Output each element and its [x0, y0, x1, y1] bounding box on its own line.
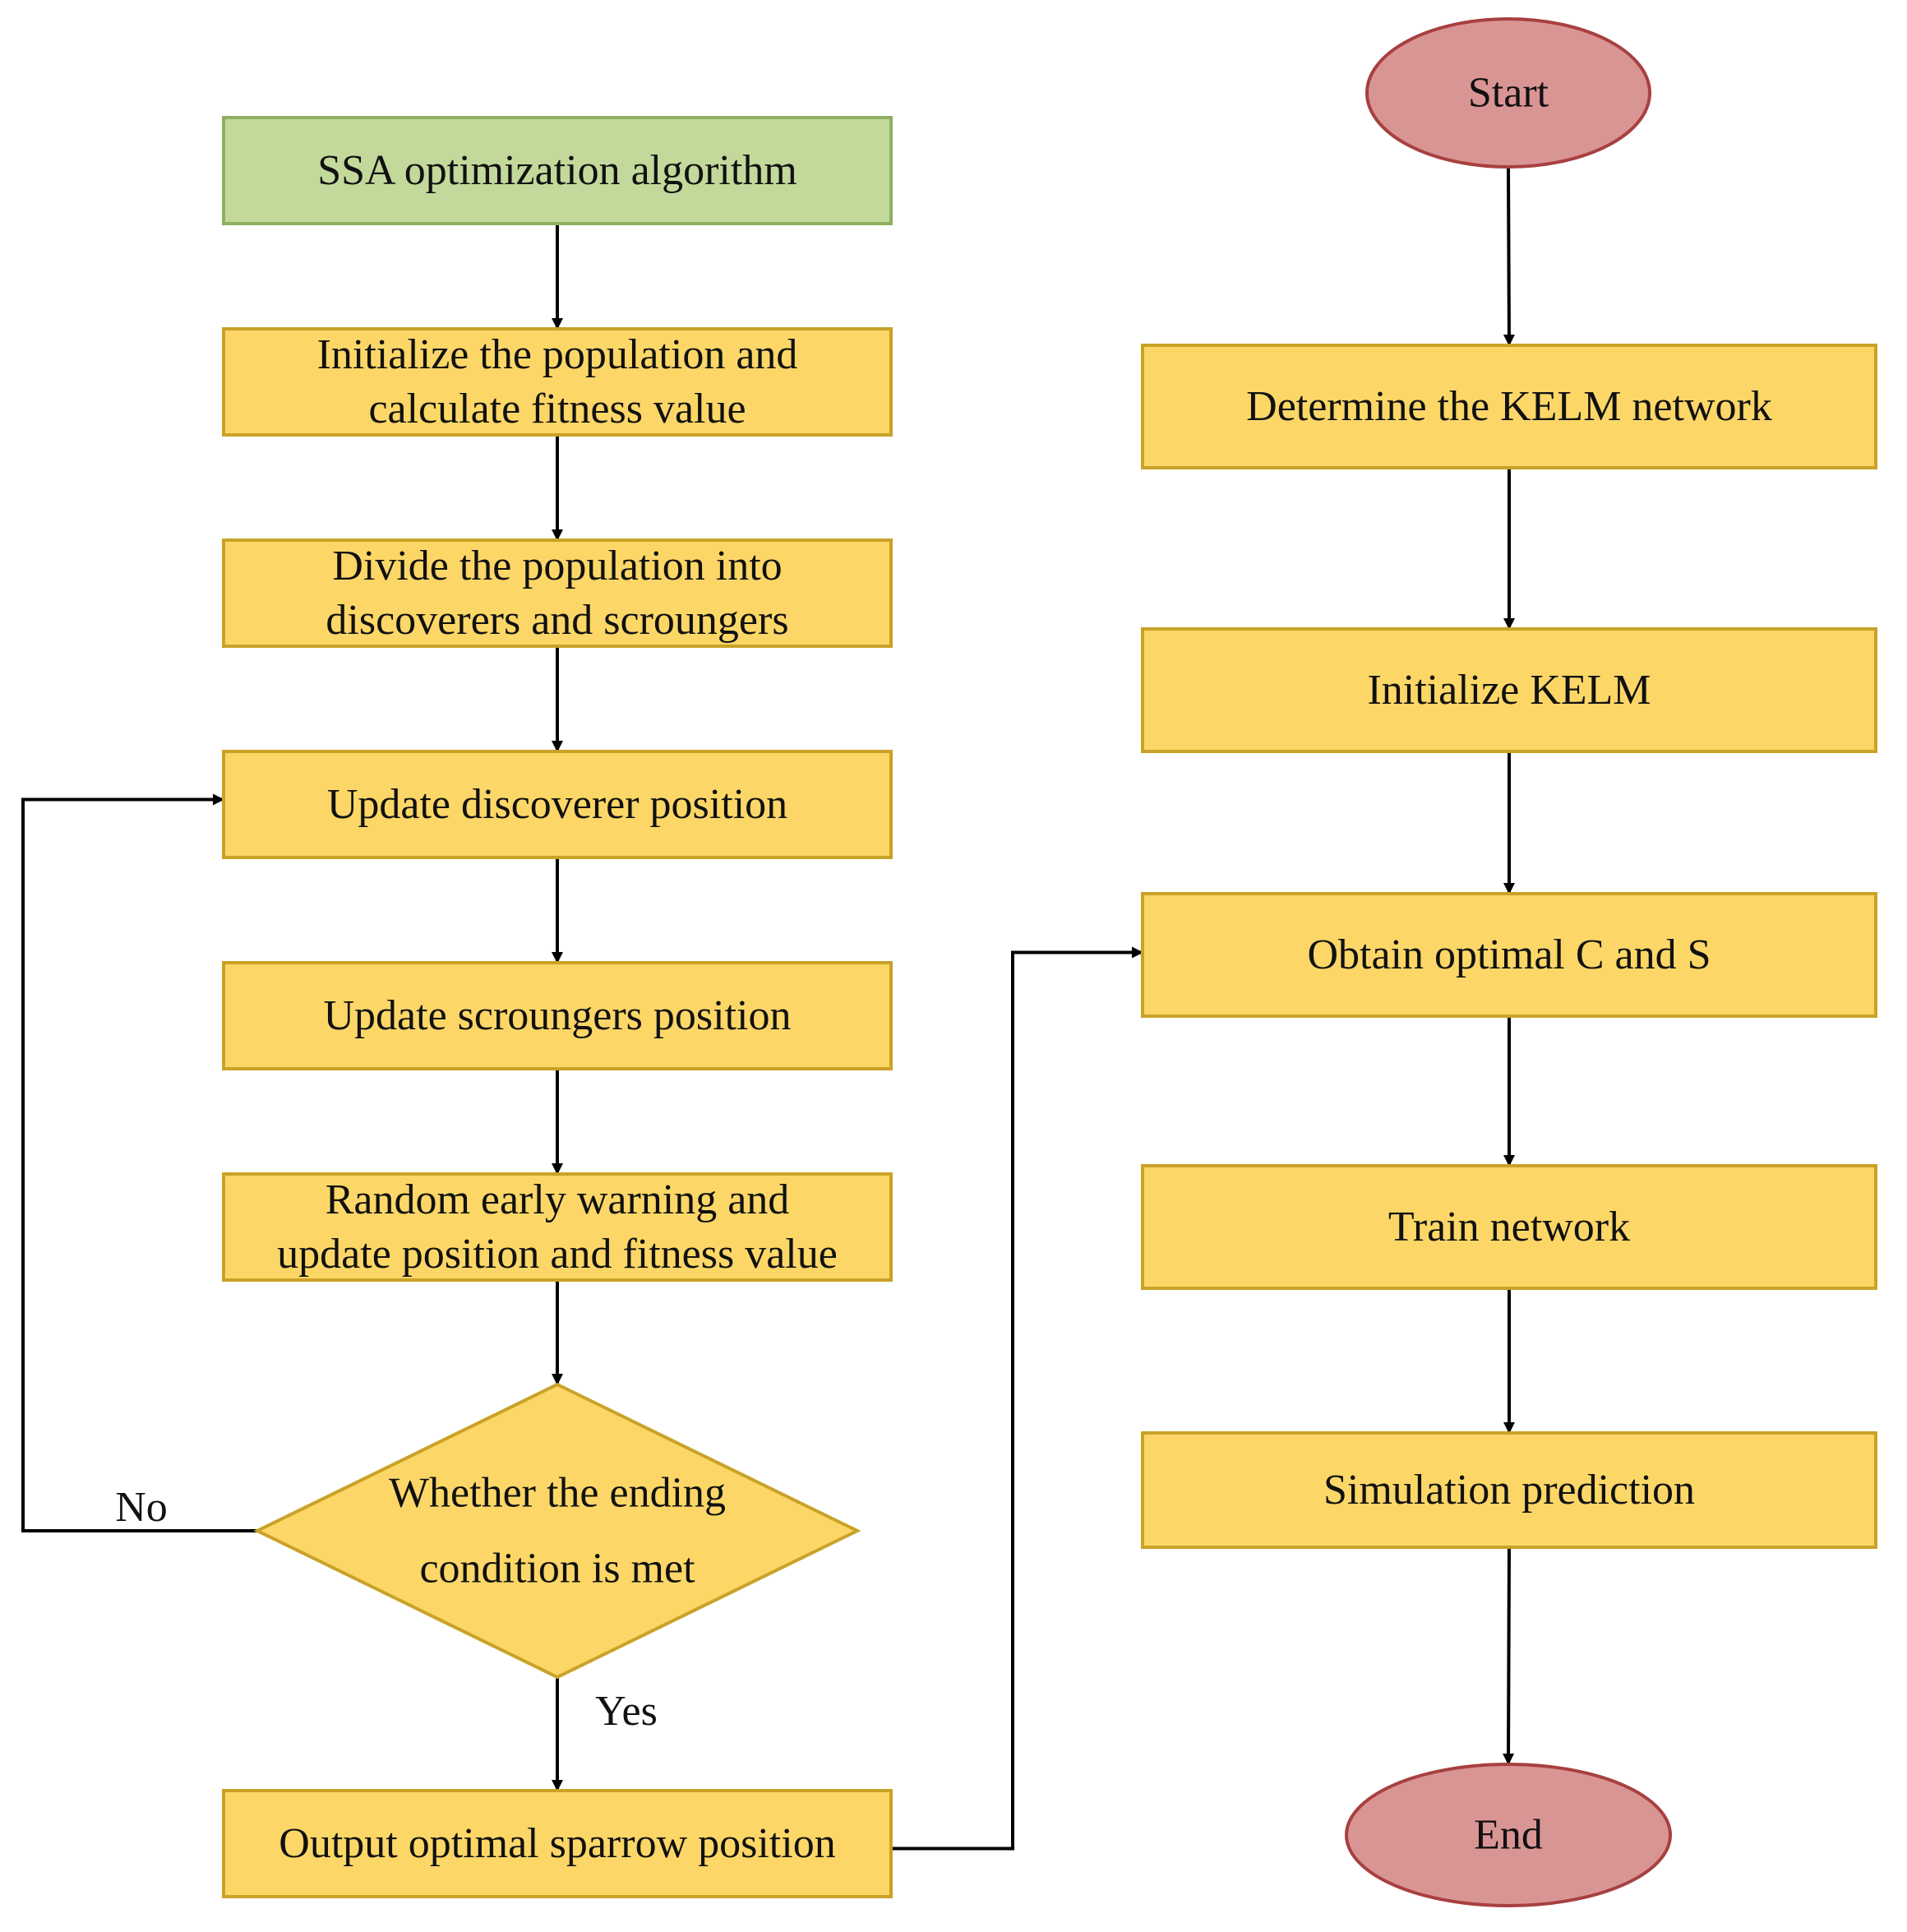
node-text-random-1: update position and fitness value — [277, 1231, 838, 1278]
node-shape-decision — [253, 1382, 861, 1680]
node-text-random-0: Random early warning and — [326, 1176, 790, 1223]
node-text-decision-0: Whether the ending — [389, 1470, 726, 1517]
node-train: Train network — [1141, 1164, 1877, 1290]
node-shape-init_kelm — [1141, 627, 1877, 753]
node-init_pop: Initialize the population and calculate f… — [222, 327, 893, 437]
node-ssa: SSA optimization algorithm — [222, 116, 893, 225]
node-text-ssa-0: SSA optimization algorithm — [317, 147, 797, 194]
node-upd_scr: Update scroungers position — [222, 961, 893, 1070]
edge-label-yes: Yes — [595, 1688, 658, 1735]
node-obtain: Obtain optimal C and S — [1141, 892, 1877, 1018]
node-shape-obtain — [1141, 892, 1877, 1018]
node-shape-output — [222, 1789, 893, 1898]
node-text-init_pop-0: Initialize the population and — [317, 331, 798, 378]
node-random: Random early warning and update position … — [222, 1172, 893, 1282]
node-text-train-0: Train network — [1388, 1204, 1630, 1250]
node-text-obtain-0: Obtain optimal C and S — [1307, 931, 1711, 978]
node-shape-end — [1345, 1763, 1672, 1907]
node-simulate: Simulation prediction — [1141, 1431, 1877, 1549]
edge-simulate-to-end — [1503, 1546, 1515, 1765]
node-text-divide-1: discoverers and scroungers — [326, 597, 788, 644]
node-shape-random — [222, 1172, 893, 1282]
node-text-start-0: Start — [1468, 70, 1549, 117]
node-shape-start — [1365, 17, 1651, 169]
node-text-end-0: End — [1474, 1812, 1543, 1859]
node-text-decision-1: condition is met — [419, 1546, 695, 1592]
edge-start-to-determine — [1503, 166, 1515, 346]
node-determine: Determine the KELM network — [1141, 344, 1877, 469]
node-text-divide-0: Divide the population into — [332, 543, 782, 589]
node-shape-init_pop — [222, 327, 893, 437]
node-decision: Whether the ending condition is met — [253, 1382, 861, 1680]
node-text-simulate-0: Simulation prediction — [1323, 1467, 1695, 1514]
node-text-upd_scr-0: Update scroungers position — [323, 992, 791, 1039]
node-shape-train — [1141, 1164, 1877, 1290]
node-shape-upd_scr — [222, 961, 893, 1070]
node-text-upd_disc-0: Update discoverer position — [327, 781, 787, 828]
node-upd_disc: Update discoverer position — [222, 750, 893, 859]
node-shape-determine — [1141, 344, 1877, 469]
node-divide: Divide the population into discoverers an… — [222, 538, 893, 648]
edge-label-no: No — [115, 1484, 168, 1531]
edge-output-to-obtain — [891, 946, 1143, 1851]
node-shape-ssa — [222, 116, 893, 225]
node-text-output-0: Output optimal sparrow position — [279, 1820, 835, 1867]
node-text-init_kelm-0: Initialize KELM — [1367, 667, 1651, 714]
node-shape-divide — [222, 538, 893, 648]
node-start: Start — [1365, 17, 1651, 169]
node-output: Output optimal sparrow position — [222, 1789, 893, 1898]
node-text-determine-0: Determine the KELM network — [1246, 383, 1772, 430]
node-text-init_pop-1: calculate fitness value — [368, 386, 746, 432]
node-init_kelm: Initialize KELM — [1141, 627, 1877, 753]
node-shape-upd_disc — [222, 750, 893, 859]
node-end: End — [1345, 1763, 1672, 1907]
edge-decision-to-upd_disc — [21, 793, 257, 1532]
node-shape-simulate — [1141, 1431, 1877, 1549]
